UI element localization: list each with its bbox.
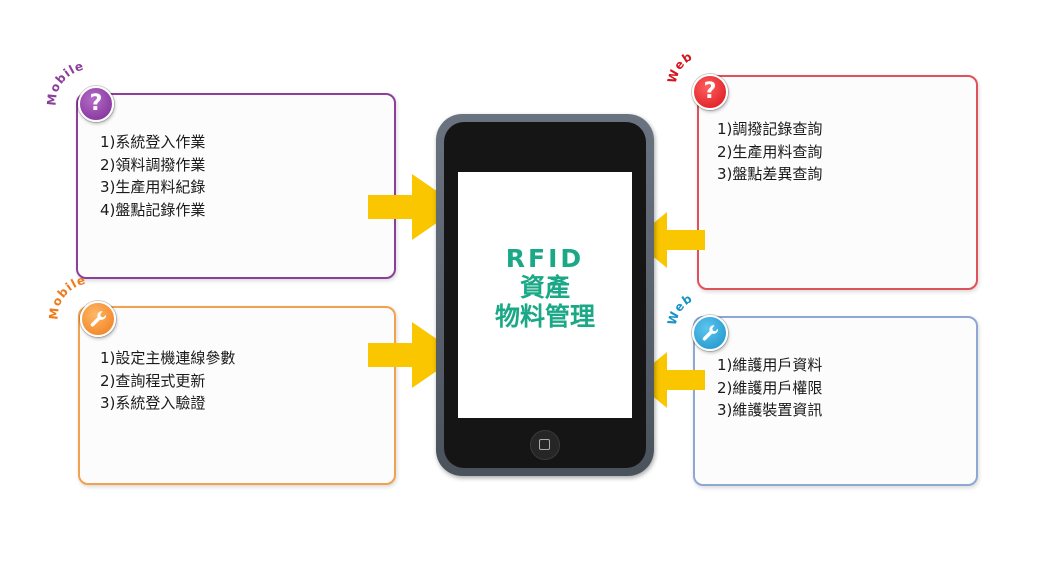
web-help-list: 1)調撥記錄查詢 2)生產用料查詢 3)盤點差異查詢 bbox=[717, 118, 822, 186]
arrow-right-icon bbox=[368, 174, 460, 240]
list-item: 1)設定主機連線參數 bbox=[100, 349, 236, 367]
list-item: 2)生產用料查詢 bbox=[717, 142, 823, 161]
home-square-icon bbox=[539, 439, 550, 450]
web-tools-label: Web bbox=[665, 291, 696, 327]
arrow-right-icon bbox=[368, 322, 460, 388]
list-item: 3)盤點差異查詢 bbox=[717, 165, 823, 183]
wrench-icon bbox=[692, 315, 728, 351]
list-item: 2)領料調撥作業 bbox=[100, 155, 206, 174]
title-line: RFID bbox=[505, 244, 585, 273]
list-item: 2)查詢程式更新 bbox=[100, 371, 206, 390]
title-line: 資產 bbox=[519, 273, 570, 302]
title-line: 物料管理 bbox=[494, 302, 595, 331]
question-icon: ? bbox=[78, 86, 114, 122]
svg-text:Web: Web bbox=[665, 49, 696, 85]
list-item: 3)生產用料紀錄 bbox=[100, 178, 206, 196]
list-item: 1)維護用戶資料 bbox=[717, 356, 823, 374]
screen-title: RFID 資產 物料管理 bbox=[458, 244, 632, 331]
question-icon: ? bbox=[692, 74, 728, 110]
mobile-tools-label: Mobile bbox=[46, 273, 86, 321]
list-item: 4)盤點記錄作業 bbox=[100, 200, 206, 219]
mobile-help-panel bbox=[76, 93, 396, 279]
list-item: 1)調撥記錄查詢 bbox=[717, 120, 823, 138]
mobile-help-list: 1)系統登入作業 2)領料調撥作業 3)生產用料紀錄 4)盤點記錄作業 bbox=[100, 131, 205, 221]
list-item: 3)系統登入驗證 bbox=[100, 394, 206, 412]
list-item: 3)維護裝置資訊 bbox=[717, 401, 823, 419]
wrench-icon bbox=[80, 301, 116, 337]
mobile-help-label: Mobile bbox=[44, 59, 84, 107]
web-tools-list: 1)維護用戶資料 2)維護用戶權限 3)維護裝置資訊 bbox=[717, 354, 822, 422]
phone-screen bbox=[458, 172, 632, 418]
mobile-tools-list: 1)設定主機連線參數 2)查詢程式更新 3)系統登入驗證 bbox=[100, 347, 235, 415]
list-item: 2)維護用戶權限 bbox=[717, 378, 823, 397]
home-button bbox=[530, 430, 560, 460]
web-help-panel bbox=[697, 75, 978, 290]
web-help-label: Web bbox=[665, 49, 696, 85]
mobile-tools-panel bbox=[78, 306, 396, 485]
list-item: 1)系統登入作業 bbox=[100, 133, 206, 151]
svg-text:Web: Web bbox=[665, 291, 696, 327]
web-tools-panel bbox=[693, 316, 978, 486]
